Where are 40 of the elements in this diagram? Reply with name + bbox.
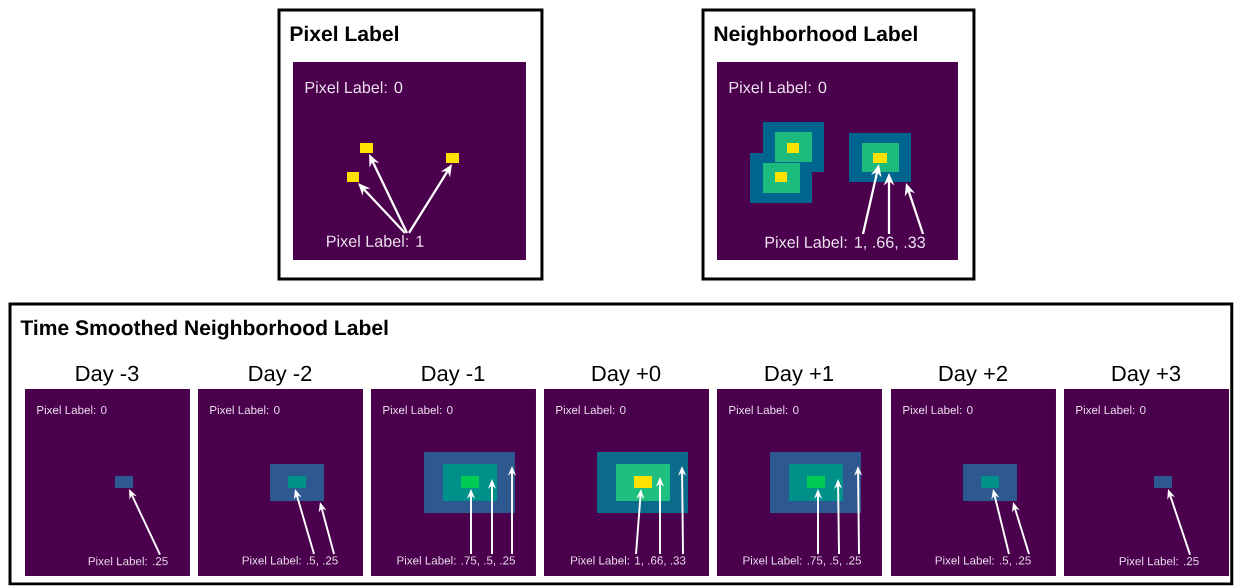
pixel-label: Pixel Label: 1, .66, .33 [571, 556, 686, 566]
day-heading: Day -3 [76, 365, 139, 386]
pixel-label: Pixel Label: .25 [88, 556, 168, 566]
pixel-label: Pixel Label: 0 [729, 81, 827, 94]
day-heading: Day +0 [592, 365, 661, 386]
pixel-region [634, 476, 652, 488]
arrow [358, 183, 406, 234]
pixel-label: Pixel Label: 0 [1076, 405, 1146, 415]
pixel-label: Pixel Label: 0 [37, 405, 107, 415]
panel-title: Neighborhood Label [714, 25, 917, 46]
pixel-region [115, 476, 133, 488]
day-heading: Day +2 [939, 365, 1007, 386]
pixel-label: Pixel Label: .75, .5, .25 [397, 556, 515, 566]
pixel-region [347, 172, 359, 182]
pixel-label: Pixel Label: 0 [729, 405, 799, 415]
pixel-region [981, 476, 999, 488]
pixel-region [446, 153, 459, 163]
pixel-label: Pixel Label: .75, .5, .25 [743, 556, 861, 566]
pixel-region [807, 476, 825, 488]
pixel-region [461, 476, 479, 488]
panel-title: Pixel Label [290, 25, 398, 42]
day-heading: Day -2 [249, 365, 312, 386]
pixel-label: Pixel Label: .25 [1119, 556, 1199, 566]
pixel-region [288, 476, 306, 488]
pixel-region [1154, 476, 1172, 488]
pixel-label: Pixel Label: 1, .66, .33 [765, 236, 925, 250]
pixel-label: Pixel Label: 0 [383, 405, 453, 415]
pixel-label: Pixel Label: .5, .25 [242, 556, 338, 566]
pixel-label: Pixel Label: 0 [210, 405, 280, 415]
pixel-region [873, 153, 887, 163]
pixel-label: Pixel Label: 0 [903, 405, 973, 415]
pixel-label: Pixel Label: 0 [556, 405, 626, 415]
pixel-label: Pixel Label: 0 [305, 81, 403, 94]
pixel-label: Pixel Label: .5, .25 [935, 556, 1031, 566]
day-heading: Day -1 [422, 365, 485, 386]
panel-title: Time Smoothed Neighborhood Label [20, 319, 388, 340]
day-heading: Day +1 [765, 365, 833, 386]
day-heading: Day +3 [1112, 365, 1181, 386]
pixel-region [360, 143, 373, 153]
pixel-label: Pixel Label: 1 [327, 235, 424, 247]
